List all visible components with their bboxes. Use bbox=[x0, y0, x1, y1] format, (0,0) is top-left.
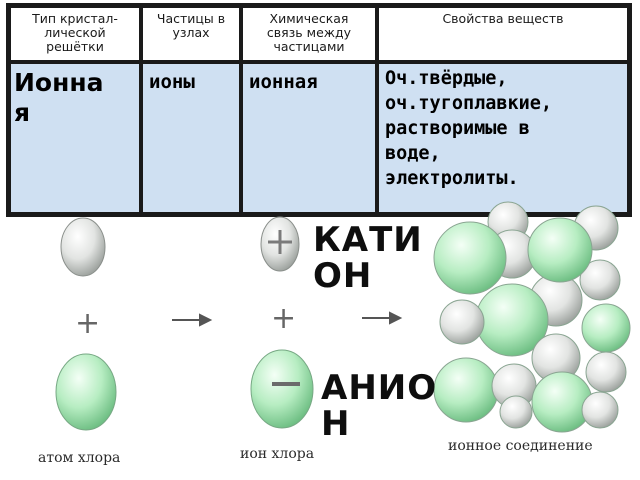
plus-between-atoms: + bbox=[75, 306, 100, 341]
anion-label: АНИО Н bbox=[321, 368, 438, 444]
arrow-icon bbox=[172, 311, 403, 327]
cell-particles: ионы bbox=[141, 62, 241, 214]
header-properties: Свойства веществ bbox=[377, 6, 629, 62]
cell-properties: Оч.твёрдые, оч.тугоплавкие, растворимые … bbox=[377, 62, 629, 214]
chlorine-atom-sphere bbox=[55, 353, 117, 431]
cell-bond: ионная bbox=[241, 62, 377, 214]
caption-ionic-compound: ионное соединение bbox=[448, 438, 593, 454]
caption-chloride-ion: ион хлора bbox=[240, 446, 315, 462]
sodium-atom-sphere bbox=[60, 217, 106, 277]
header-lattice-type: Тип кристал- лической решётки bbox=[9, 6, 141, 62]
crystal-lattice-table: Тип кристал- лической решётки Частицы в … bbox=[6, 3, 632, 217]
plus-between-ions: + bbox=[271, 301, 296, 336]
cell-lattice-type: Ионна я bbox=[9, 62, 141, 214]
anion-sphere bbox=[250, 349, 314, 429]
cation-label: КАТИ ОН bbox=[313, 220, 423, 296]
cation-plus-icon bbox=[268, 230, 292, 254]
caption-chlorine-atom: атом хлора bbox=[38, 450, 121, 466]
header-bond: Химическая связь между частицами bbox=[241, 6, 377, 62]
ionic-compound-cluster bbox=[433, 201, 631, 433]
header-particles: Частицы в узлах bbox=[141, 6, 241, 62]
